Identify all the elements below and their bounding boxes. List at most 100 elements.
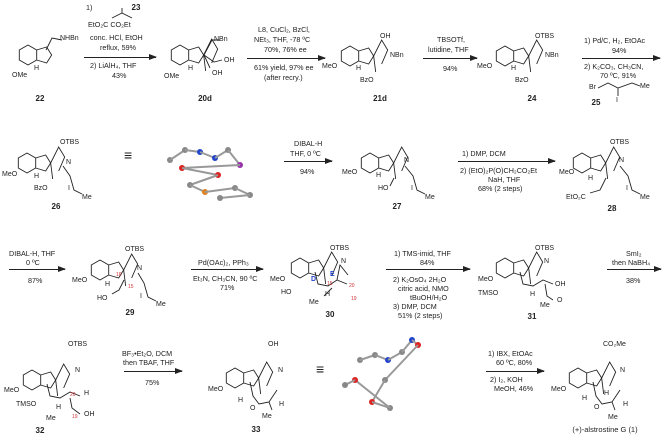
- group-nh: H: [188, 65, 194, 72]
- group-me: Me: [82, 194, 92, 201]
- group-nbn: NBn: [390, 52, 404, 59]
- reagent-s12-4: MeOH, 46%: [494, 384, 534, 393]
- c28-cage-bonds: [605, 146, 621, 180]
- reaction-arrow: [423, 55, 478, 61]
- reagent-s8-3: 71%: [220, 283, 235, 292]
- c30-benzene-ring: [290, 257, 310, 279]
- c32-cage-bonds: [55, 363, 71, 397]
- crystal-bond: [371, 401, 391, 409]
- group-meo: MeO: [270, 276, 286, 283]
- reagent-s6-3: NaH, THF: [488, 175, 521, 184]
- reagent-s5-2: THF, 0 ºC: [290, 149, 321, 158]
- c21d-pyrrole-ring: [358, 47, 375, 65]
- reaction-arrow: [386, 266, 471, 272]
- c23-bonds: [111, 8, 133, 19]
- c1-benzene-ring: [568, 367, 588, 389]
- reaction-arrow: [607, 266, 662, 272]
- c31-extra-bonds: [519, 271, 554, 301]
- group-i: I: [626, 185, 628, 192]
- group-otbs: OTBS: [60, 139, 80, 146]
- c21d-benzene-ring: [340, 45, 360, 67]
- group-meo: MeO: [2, 171, 18, 178]
- crystal-bond: [189, 174, 219, 186]
- group-br: Br: [589, 84, 596, 91]
- c30-cage-bonds: [323, 251, 339, 285]
- reagent-s2-1: L8, CuCl₂, BzCl,: [258, 25, 310, 34]
- c28-pyrrole-ring: [590, 154, 607, 172]
- crystal-bond: [181, 164, 241, 169]
- group-co2me: CO₂Me: [603, 341, 626, 348]
- reaction-arrow: [124, 368, 183, 374]
- reagent-s9-3: 2) K₂OsO₄ 2H₂O: [393, 275, 447, 284]
- c20d-pyrrole-ring: [188, 46, 205, 64]
- group-tmso: TMSO: [478, 290, 499, 297]
- equivalence-sign: ≡: [124, 147, 133, 163]
- compound-label-1: (+)-alstrostine G (1): [572, 425, 638, 434]
- c28-extra-bonds: [589, 165, 641, 195]
- reagent-s3-3: 94%: [443, 64, 458, 73]
- c21d-cage-bonds: [373, 39, 389, 73]
- crystal-bond: [371, 379, 386, 403]
- reagent-s5-3: 94%: [300, 167, 315, 176]
- reagent-s9-2: 84%: [420, 258, 435, 267]
- group-nbn: NBn: [214, 36, 228, 43]
- group-i: I: [616, 97, 618, 104]
- c20d-extra-bonds: [203, 39, 223, 69]
- group-n: N: [137, 265, 143, 272]
- group-meo: MeO: [478, 276, 494, 283]
- group-otbs: OTBS: [125, 246, 145, 253]
- group-nbn: NBn: [545, 52, 559, 59]
- compound-label-24: 24: [527, 94, 537, 103]
- atom-number-19: 19: [351, 296, 357, 302]
- group-meo: MeO: [477, 63, 493, 70]
- reagent-s4-1: 1) Pd/C, H₂, EtOAc: [584, 36, 646, 45]
- c29-cage-bonds: [123, 253, 139, 287]
- group-meo: MeO: [4, 387, 20, 394]
- group-ho: HO: [281, 289, 292, 296]
- group-me: Me: [46, 415, 56, 422]
- reaction-arrow: [84, 54, 157, 60]
- group-nh: H: [511, 65, 517, 72]
- compound-label-20d: 20d: [198, 94, 212, 103]
- reagent-s4-4: 70 ºC, 91%: [600, 71, 637, 80]
- reagent-s7-1: DIBAL-H, THF: [9, 249, 56, 258]
- group-n: N: [619, 157, 625, 164]
- c26-pyrrole-ring: [35, 154, 52, 172]
- crystal-bond: [204, 187, 236, 193]
- reaction-arrow: [458, 158, 556, 164]
- reagent-s10-3: 38%: [626, 276, 641, 285]
- group-oh: OH: [268, 341, 279, 348]
- reagent-s8-2: Et₃N, CH₃CN, 90 ºC: [193, 274, 258, 283]
- atom-number-15: 15: [327, 281, 333, 287]
- c28-benzene-ring: [572, 152, 592, 174]
- reagent-s2-3: 70%, 76% ee: [264, 45, 307, 54]
- group-h: H: [582, 395, 588, 402]
- reagent-s1-2: EtO₂C CO₂Et: [88, 20, 131, 29]
- group-o: O: [250, 405, 256, 412]
- reagent-s9-6: 3) DMP, DCM: [393, 302, 437, 311]
- group-bzo: BzO: [515, 77, 529, 84]
- group-me: Me: [640, 83, 650, 90]
- compound-label-21d: 21d: [373, 94, 387, 103]
- ring-label-e: E: [330, 271, 335, 278]
- reaction-arrow: [284, 158, 333, 164]
- group-oh: OH: [84, 411, 95, 418]
- group-me: Me: [640, 194, 650, 201]
- c26-cage-bonds: [50, 146, 66, 180]
- group-n: N: [278, 367, 284, 374]
- c24-benzene-ring: [495, 45, 515, 67]
- group-n: N: [620, 367, 626, 374]
- reagent-s4-2: 94%: [612, 46, 627, 55]
- reagent-s7-2: 0 ºC: [26, 258, 40, 267]
- c26-extra-bonds: [62, 165, 83, 195]
- c29-benzene-ring: [90, 259, 110, 281]
- group-ome: OMe: [164, 73, 180, 80]
- compound-label-32: 32: [35, 426, 45, 435]
- reagent-s6-1: 1) DMP, DCM: [462, 149, 506, 158]
- c29-extra-bonds: [111, 272, 157, 302]
- group-h: H: [325, 291, 331, 298]
- group-i: I: [140, 293, 142, 300]
- reaction-arrow: [582, 55, 661, 61]
- group-n: N: [75, 367, 81, 374]
